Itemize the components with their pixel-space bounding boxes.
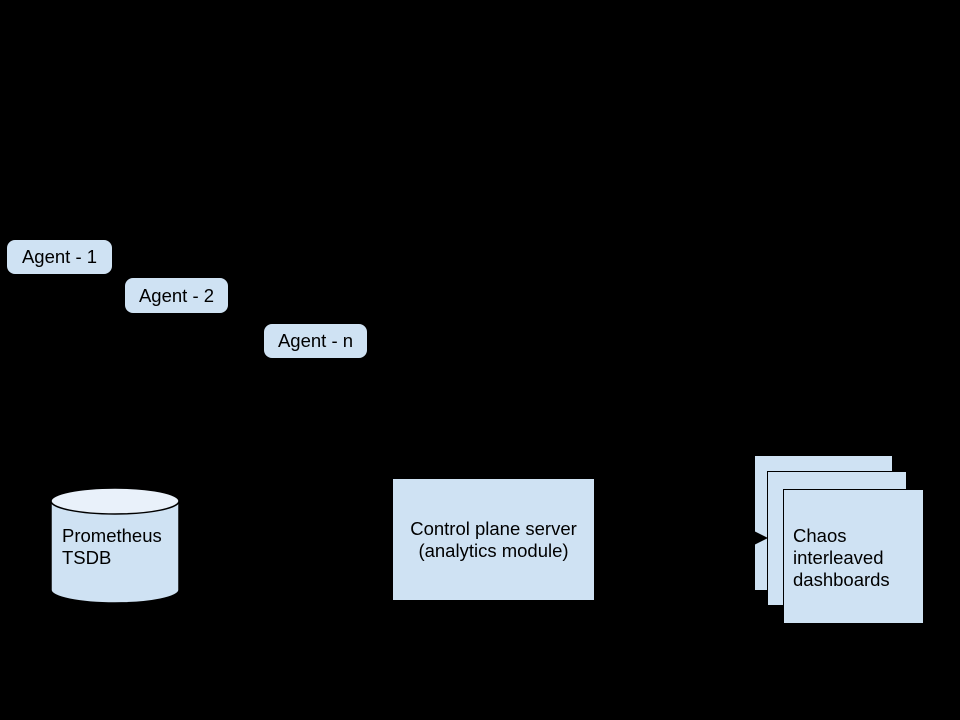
prometheus-tsdb-node: [50, 487, 180, 604]
control-plane-node: Control plane server (analytics module): [393, 479, 594, 600]
agent-2-label: Agent - 2: [138, 284, 215, 306]
agent-2-node: Agent - 2: [125, 278, 228, 313]
agent-n-label: Agent - n: [277, 330, 354, 351]
connector-arrowhead-icon: [754, 531, 768, 545]
dashboard-card-front: Chaos interleaved dashboards: [783, 489, 924, 624]
agent-n-node: Agent - n: [264, 324, 367, 358]
agent-1-node: Agent - 1: [7, 240, 112, 274]
database-cylinder-icon: [50, 487, 180, 604]
control-plane-label: Control plane server (analytics module): [410, 517, 577, 561]
agent-1-label: Agent - 1: [21, 246, 98, 267]
dashboards-label: Chaos interleaved dashboards: [793, 525, 890, 590]
prometheus-tsdb-label: Prometheus TSDB: [62, 525, 162, 568]
